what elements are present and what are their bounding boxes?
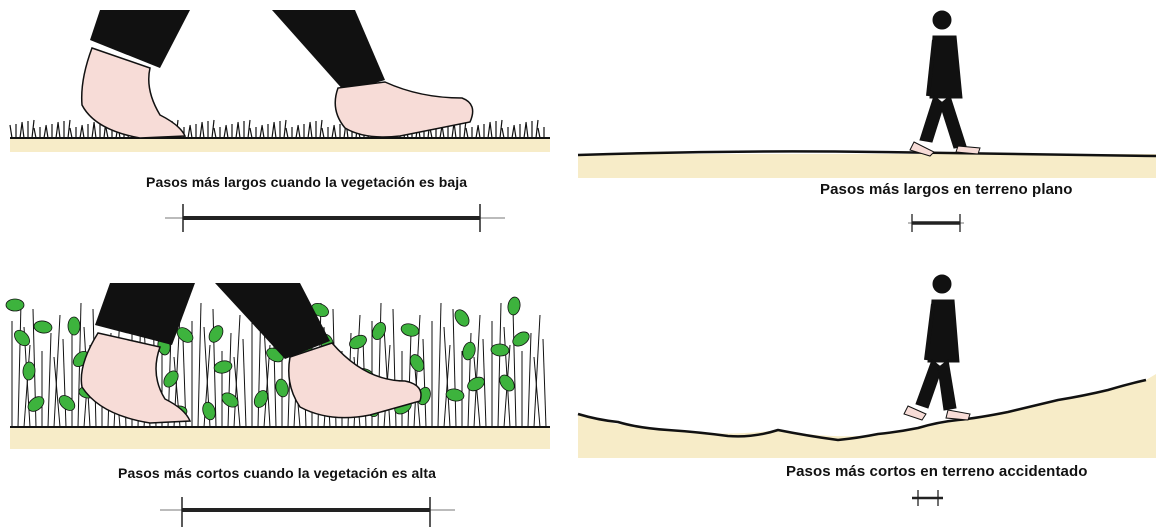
left-trouser bbox=[95, 283, 195, 345]
rough-terrain-illustration bbox=[577, 274, 1156, 506]
right-trouser bbox=[215, 283, 330, 359]
caption-flat-terrain: Pasos más largos en terreno plano bbox=[820, 181, 1073, 198]
right-foot bbox=[334, 81, 474, 138]
ground-strip bbox=[10, 427, 550, 449]
ground-strip bbox=[578, 154, 1156, 178]
caption-rough-terrain: Pasos más cortos en terreno accidentado bbox=[786, 463, 1088, 480]
caption-tall-vegetation: Pasos más cortos cuando la vegetación es… bbox=[118, 465, 437, 481]
panel-low-vegetation: Pasos más largos cuando la vegetación es… bbox=[0, 0, 560, 250]
left-trouser bbox=[90, 10, 190, 68]
tall-vegetation-illustration bbox=[5, 283, 550, 527]
right-trouser bbox=[272, 10, 385, 92]
walker bbox=[903, 274, 971, 421]
low-vegetation-illustration bbox=[9, 10, 550, 232]
left-foot bbox=[80, 332, 192, 424]
ground-strip bbox=[10, 138, 550, 152]
ground-strip bbox=[578, 374, 1156, 458]
flat-terrain-illustration bbox=[577, 10, 1156, 232]
panel-rough-terrain: Pasos más cortos en terreno accidentado bbox=[577, 262, 1156, 527]
walker bbox=[909, 10, 981, 157]
caption-low-vegetation: Pasos más largos cuando la vegetación es… bbox=[146, 174, 468, 190]
panel-tall-vegetation: Pasos más cortos cuando la vegetación es… bbox=[0, 275, 560, 527]
left-foot bbox=[80, 47, 187, 139]
right-foot bbox=[288, 342, 422, 419]
panel-flat-terrain: Pasos más largos en terreno plano bbox=[577, 0, 1156, 250]
